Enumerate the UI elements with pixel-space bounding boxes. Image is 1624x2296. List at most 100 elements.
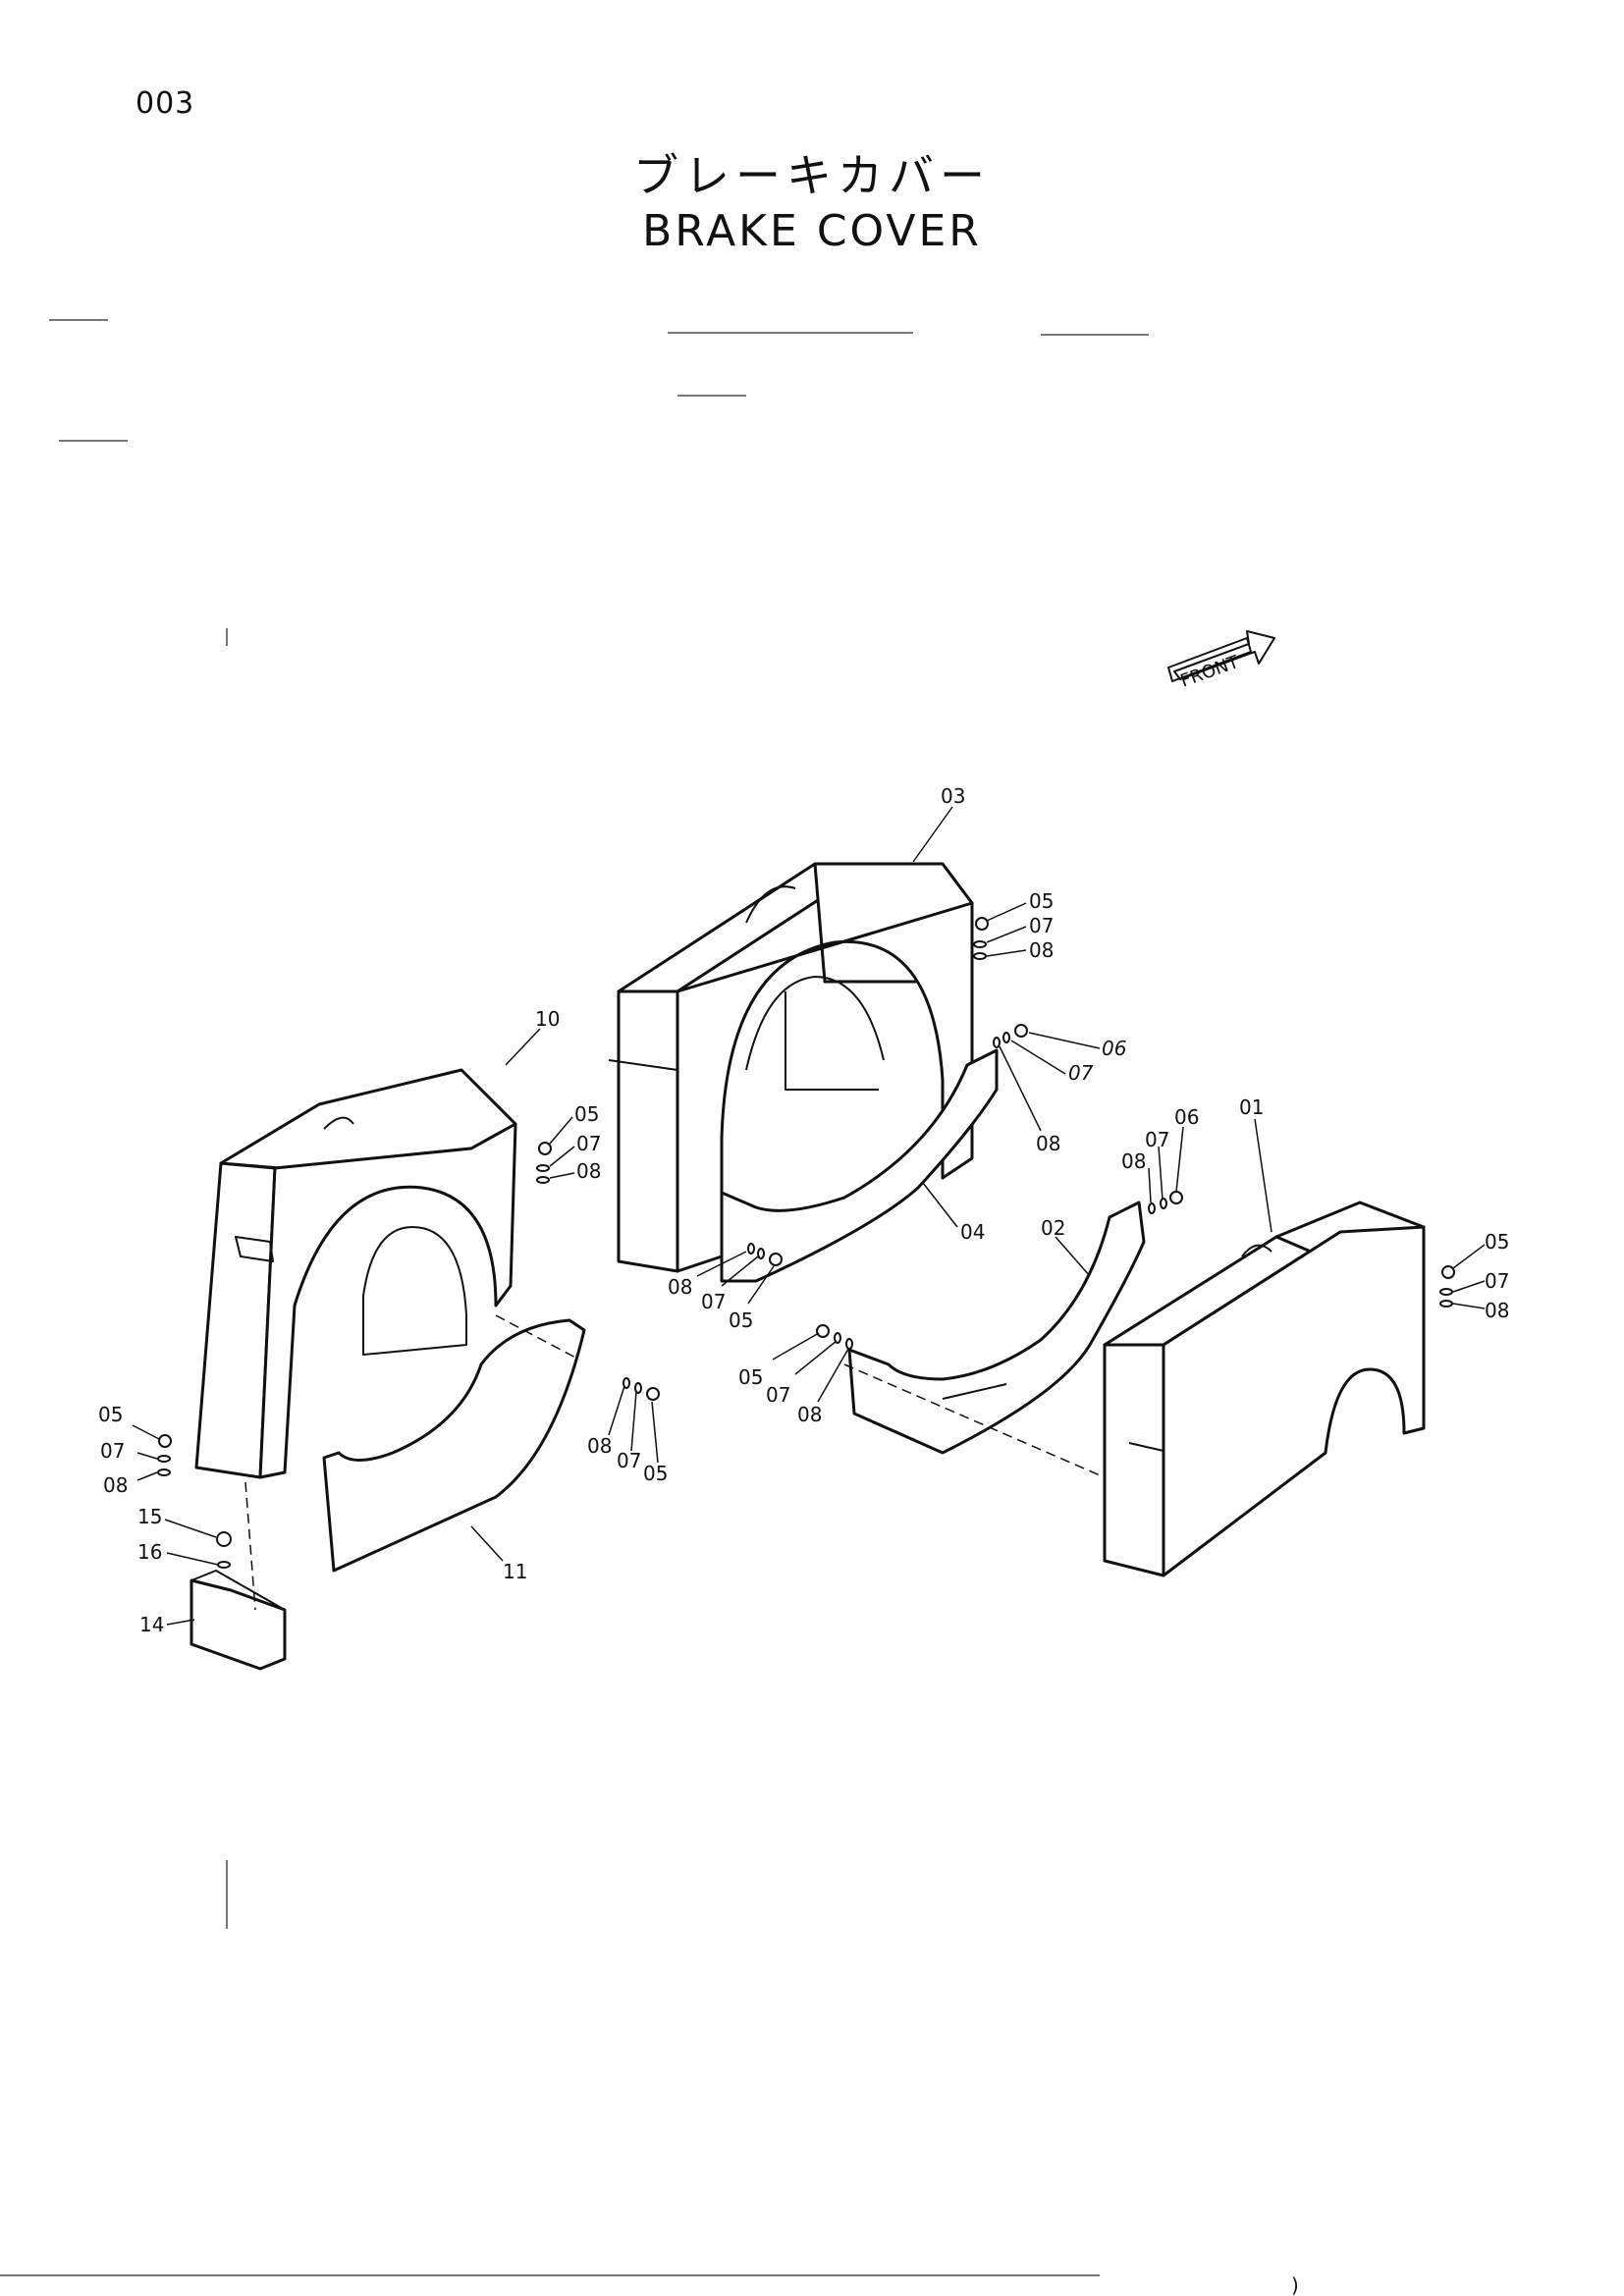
part-03-front-face	[676, 901, 974, 1273]
bolt-icon	[769, 1253, 783, 1266]
callout-p02-07: 07	[766, 1383, 790, 1407]
scan-noise	[0, 319, 1149, 2276]
callout-p01-05: 05	[1485, 1230, 1509, 1254]
bolt-icon	[158, 1434, 172, 1448]
callout-p01-07: 07	[1485, 1269, 1509, 1293]
part-03-left-face	[617, 989, 679, 1273]
callout-p01top-06: 06	[1174, 1105, 1199, 1129]
leader-11	[470, 1525, 504, 1562]
part-02-panel	[847, 1201, 1146, 1455]
part-10-inner-arch	[362, 1226, 467, 1356]
washer-icon	[747, 1243, 755, 1255]
washer-icon	[757, 1248, 765, 1259]
bolt-icon	[975, 917, 989, 931]
washer-icon	[845, 1338, 853, 1350]
part-10-brake-cover-left	[194, 1068, 517, 1479]
leader-01	[1254, 1118, 1272, 1233]
callout-01: 01	[1239, 1095, 1264, 1119]
washer-icon	[1439, 1288, 1453, 1296]
bolt-icon	[216, 1531, 232, 1547]
leader-pl-05	[132, 1424, 160, 1440]
leader-15	[164, 1519, 217, 1538]
callout-p02-05: 05	[738, 1365, 763, 1389]
leader-02	[1055, 1236, 1091, 1277]
leader-p02-07	[794, 1340, 838, 1375]
leader-p01top-06	[1175, 1126, 1184, 1193]
front-arrow-outline	[1167, 637, 1252, 682]
washer-icon	[1160, 1198, 1167, 1209]
callout-pl-05: 05	[98, 1403, 123, 1426]
callout-p03-07: 07	[1029, 914, 1054, 937]
leader-p04b-07	[721, 1255, 759, 1287]
leader-p03-08	[986, 949, 1027, 957]
callout-p01-08: 08	[1485, 1299, 1509, 1322]
leader-10	[505, 1028, 541, 1066]
callout-p03-05: 05	[1029, 889, 1054, 913]
part-01-handle	[1241, 1244, 1272, 1257]
part-01-left-face	[1103, 1343, 1165, 1577]
leader-16	[166, 1552, 219, 1566]
title-block: ブレーキカバー BRAKE COVER	[0, 147, 1624, 259]
washer-icon	[536, 1176, 550, 1184]
callout-pl-08: 08	[103, 1473, 128, 1497]
leader-pl-07	[136, 1452, 158, 1460]
part-03-handle	[745, 885, 796, 924]
washer-icon	[634, 1382, 642, 1394]
washer-icon	[217, 1561, 231, 1569]
leader-pl-08	[136, 1471, 158, 1481]
part-03-inner-arch	[745, 976, 885, 1071]
part-02-lower-cover-right	[847, 1201, 1146, 1455]
callout-16: 16	[137, 1540, 162, 1564]
fasteners	[157, 917, 1455, 1569]
part-01-front-face	[1162, 1225, 1426, 1577]
washer-icon	[623, 1377, 630, 1389]
callout-10: 10	[535, 1007, 560, 1031]
part-04-lower-cover-center	[720, 1048, 999, 1283]
leader-p04b-08	[696, 1251, 747, 1277]
washer-icon	[157, 1455, 171, 1463]
bolt-icon	[538, 1142, 552, 1155]
washer-icon	[1002, 1032, 1010, 1043]
washer-icon	[536, 1164, 550, 1172]
page-title-english: BRAKE COVER	[642, 206, 982, 256]
part-14-body	[189, 1578, 287, 1671]
bolt-icon	[1014, 1024, 1028, 1038]
callout-p04-07: 07	[1068, 1061, 1094, 1085]
washer-icon	[1148, 1202, 1156, 1214]
callout-p04b-05: 05	[729, 1308, 753, 1332]
callout-p10-07: 07	[576, 1132, 601, 1155]
dash-10-11	[495, 1314, 580, 1361]
washer-icon	[1439, 1300, 1453, 1308]
bolt-icon	[646, 1387, 660, 1401]
callout-p01top-08: 08	[1121, 1149, 1146, 1173]
callout-p11-07: 07	[617, 1449, 641, 1472]
leader-p02-08	[817, 1348, 849, 1403]
leader-p11-05	[651, 1401, 659, 1464]
leader-p10-08	[549, 1172, 575, 1179]
part-11-lower-cover-left	[322, 1318, 586, 1573]
callout-15: 15	[137, 1505, 162, 1528]
footer-mark: )	[1291, 2273, 1299, 2296]
leader-lines	[132, 806, 1486, 1626]
part-04-panel	[720, 1048, 999, 1283]
bolt-icon	[1441, 1265, 1455, 1279]
dash-14-10	[244, 1481, 256, 1611]
callout-p04b-08: 08	[668, 1275, 692, 1299]
callout-p10-05: 05	[574, 1102, 599, 1126]
bolt-icon	[816, 1324, 830, 1338]
callout-11: 11	[503, 1560, 527, 1583]
leader-p01top-07	[1158, 1146, 1164, 1201]
leader-p01-08	[1452, 1303, 1486, 1309]
callout-p04-08: 08	[1036, 1132, 1060, 1155]
callout-labels: 03 05 07 08 06 07 08 04 08 07 05 10 05 0…	[98, 784, 1509, 1636]
leader-p10-07	[549, 1146, 575, 1167]
washer-icon	[973, 952, 987, 960]
part-03-bracket	[608, 1059, 678, 1071]
leader-p04-06	[1028, 1032, 1101, 1049]
leader-p11-08	[608, 1385, 625, 1436]
callout-p03-08: 08	[1029, 938, 1054, 962]
leader-p04-07	[1010, 1040, 1066, 1075]
part-01-bracket	[1128, 1442, 1164, 1452]
part-11-panel	[322, 1318, 586, 1573]
part-03-brake-cover-center	[608, 862, 974, 1273]
